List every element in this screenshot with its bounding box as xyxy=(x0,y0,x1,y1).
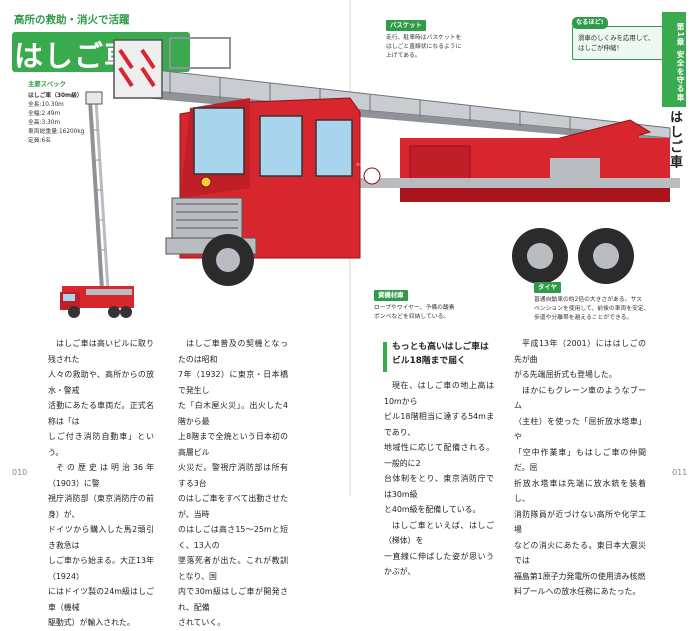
callout-text: ボンベなどを収納している。 xyxy=(374,314,450,320)
text-line: 平成13年（2001）にははしごの先が曲 xyxy=(514,339,646,364)
text-line: 火災だ。警視庁消防部は所有する3台 xyxy=(178,463,288,488)
text-line: 一直線に伸ばした姿が思いうかぶが、 xyxy=(384,551,494,577)
text-line: 墜落死者が出た。これが教訓となり、国 xyxy=(178,556,288,581)
heading-line: ビル18階まで届く xyxy=(392,356,466,366)
text-line: 消防隊員が近づけない高所や化学工場 xyxy=(514,509,646,535)
text-line: その歴史は明治36年（1903）に警 xyxy=(48,463,154,488)
text-line: た「白木屋火災」。出火した4階から最 xyxy=(178,401,288,426)
spec-model: はしご車（30m級） xyxy=(28,93,83,99)
door-lettering-en: TOKYO FIRE DEPT xyxy=(355,163,388,167)
callout-tire-label: タイヤ xyxy=(534,282,561,293)
text-line: しご車から始まる。大正13年（1924） xyxy=(48,556,154,581)
callout-text: はしごと直線状になるように xyxy=(386,44,462,50)
callout-text: ロープやワイヤー、予備の酸素 xyxy=(374,305,455,311)
callout-basket-label: バスケット xyxy=(386,20,426,31)
heading-line: もっとも高いはしご車は xyxy=(392,342,489,352)
text-line: 人々の救助や、高所からの放水・警戒 xyxy=(48,370,154,395)
text-line: 上8階まで全焼という日本初の高層ビル xyxy=(178,432,288,457)
text-line: されていく。 xyxy=(178,618,226,627)
text-line: 駆動式）が輸入された。 xyxy=(48,618,135,627)
chapter-tab: 第1章 安全を守る車 xyxy=(662,12,686,107)
tip-note: なるほど! 滑車のしくみを応用して、 はしごが伸縮！ xyxy=(572,17,668,60)
spec-box: 主要スペック はしご車（30m級） 全長:10.30m 全幅:2.49m 全高:… xyxy=(28,80,94,146)
text-line: ほかにもクレーン車のようなブーム xyxy=(514,385,646,411)
text-line: 福島第1原子力発電所の使用済み核燃 xyxy=(514,571,646,581)
text-line: ドイツから購入した馬2頭引き救急は xyxy=(48,525,154,550)
text-line: 料プールへの放水任務にあたった。 xyxy=(514,587,641,596)
text-line: （主柱）を使った「屈折放水塔車」や xyxy=(514,416,646,442)
body-column-1: はしご車は高いビルに取り残された 人々の救助や、高所からの放水・警戒 活動にあた… xyxy=(48,336,154,631)
text-line: のはしごは高さ15～25mと短く、13人の xyxy=(178,525,288,550)
text-line: 活動にあたる車両だ。正式名称は「は xyxy=(48,401,154,426)
wheels xyxy=(202,228,634,286)
text-line: 7年（1932）に東京・日本橋で発生し xyxy=(178,370,288,395)
tip-text: はしごが伸縮！ xyxy=(578,44,623,52)
text-line: 折放水塔車は先端に放水銃を装着し、 xyxy=(514,478,646,504)
spec-heading: 主要スペック xyxy=(28,80,66,88)
text-line: しご付き消防自動車」という。 xyxy=(48,432,154,457)
callout-text: 走行、駐車時はバスケットを xyxy=(386,35,462,41)
body-column-3: 現在、はしご車の地上高は10mから ビル18階相当に達する54mまであり、 地域… xyxy=(384,378,494,580)
side-title: はしご車 xyxy=(667,110,682,170)
spec-row: 定員:6名 xyxy=(28,138,52,144)
spec-row: 全長:10.30m xyxy=(28,102,64,108)
tip-tag: なるほど! xyxy=(572,17,608,29)
text-line: 台体制をとり、東京消防庁では30m級 xyxy=(384,474,494,499)
spec-row: 全高:3.30m xyxy=(28,120,61,126)
small-ladder-truck-illustration xyxy=(60,91,134,318)
callout-text: ペンションを使用して、前後の車両を安定、 xyxy=(534,306,650,312)
text-line: にはドイツ製の24m級はしご車（機械 xyxy=(48,587,154,612)
body-column-4: 平成13年（2001）にははしごの先が曲 がる先端屈折式も登場した。 ほかにもク… xyxy=(514,336,646,600)
callout-basket: バスケット 走行、駐車時はバスケットを はしごと直線状になるように 上げてある。 xyxy=(386,20,502,61)
callout-text: 上げてある。 xyxy=(386,53,421,59)
callout-tire: タイヤ 普通自動車の約2倍の大きさがある。サス ペンションを使用して、前後の車両… xyxy=(534,282,688,323)
text-line: がる先端屈折式も登場した。 xyxy=(514,370,617,379)
text-line: はしご車は高いビルに取り残された xyxy=(48,339,154,364)
spec-row: 車両総重量:16200kg xyxy=(28,129,85,135)
heading-accent-bar xyxy=(383,342,387,372)
page-title: はしご車 xyxy=(14,39,135,73)
text-line: はしご車普及の契機となったのは昭和 xyxy=(178,339,288,364)
text-line: と40m級を配備している。 xyxy=(384,505,481,514)
callout-storage-label: 資機材庫 xyxy=(374,290,408,301)
callout-text: 普通自動車の約2倍の大きさがある。サス xyxy=(534,297,642,303)
tip-text: 滑車のしくみを応用して、 xyxy=(578,34,655,42)
door-emblem: 東京消防庁 TOKYO FIRE DEPT xyxy=(355,153,395,185)
text-line: 現在、はしご車の地上高は10mから xyxy=(384,381,494,406)
ladder-truck-illustration: 東京消防庁 TOKYO FIRE DEPT xyxy=(113,37,680,286)
page-number-left: 010 xyxy=(12,468,28,477)
text-line: 「空中作業車」もはしご車の仲間だ。屈 xyxy=(514,447,646,473)
text-line: 地域性に応じて配備される。一般的に2 xyxy=(384,443,494,468)
callout-text: 歩道や分離帯を越えることができる。 xyxy=(534,315,633,321)
heading-text: もっとも高いはしご車は ビル18階まで届く xyxy=(392,340,492,368)
text-line: 内で30m級はしご車が開発され、配備 xyxy=(178,587,288,612)
callout-storage: 資機材庫 ロープやワイヤー、予備の酸素 ボンベなどを収納している。 xyxy=(374,290,486,322)
text-line: はしご車といえば、はしご（梯体）を xyxy=(384,520,494,546)
text-line: などの消火にあたる。東日本大震災では xyxy=(514,540,646,566)
chapter-kicker: 高所の救助・消火で活躍 xyxy=(14,14,130,26)
page-number-right: 011 xyxy=(672,468,688,477)
door-lettering: 東京消防庁 xyxy=(360,153,395,162)
spec-row: 全幅:2.49m xyxy=(28,111,61,117)
right-page: バスケット 走行、駐車時はバスケットを はしごと直線状になるように 上げてある。… xyxy=(350,0,700,496)
text-line: ビル18階相当に達する54mまであり、 xyxy=(384,412,494,437)
body-column-2: はしご車普及の契機となったのは昭和 7年（1932）に東京・日本橋で発生し た「… xyxy=(178,336,288,631)
